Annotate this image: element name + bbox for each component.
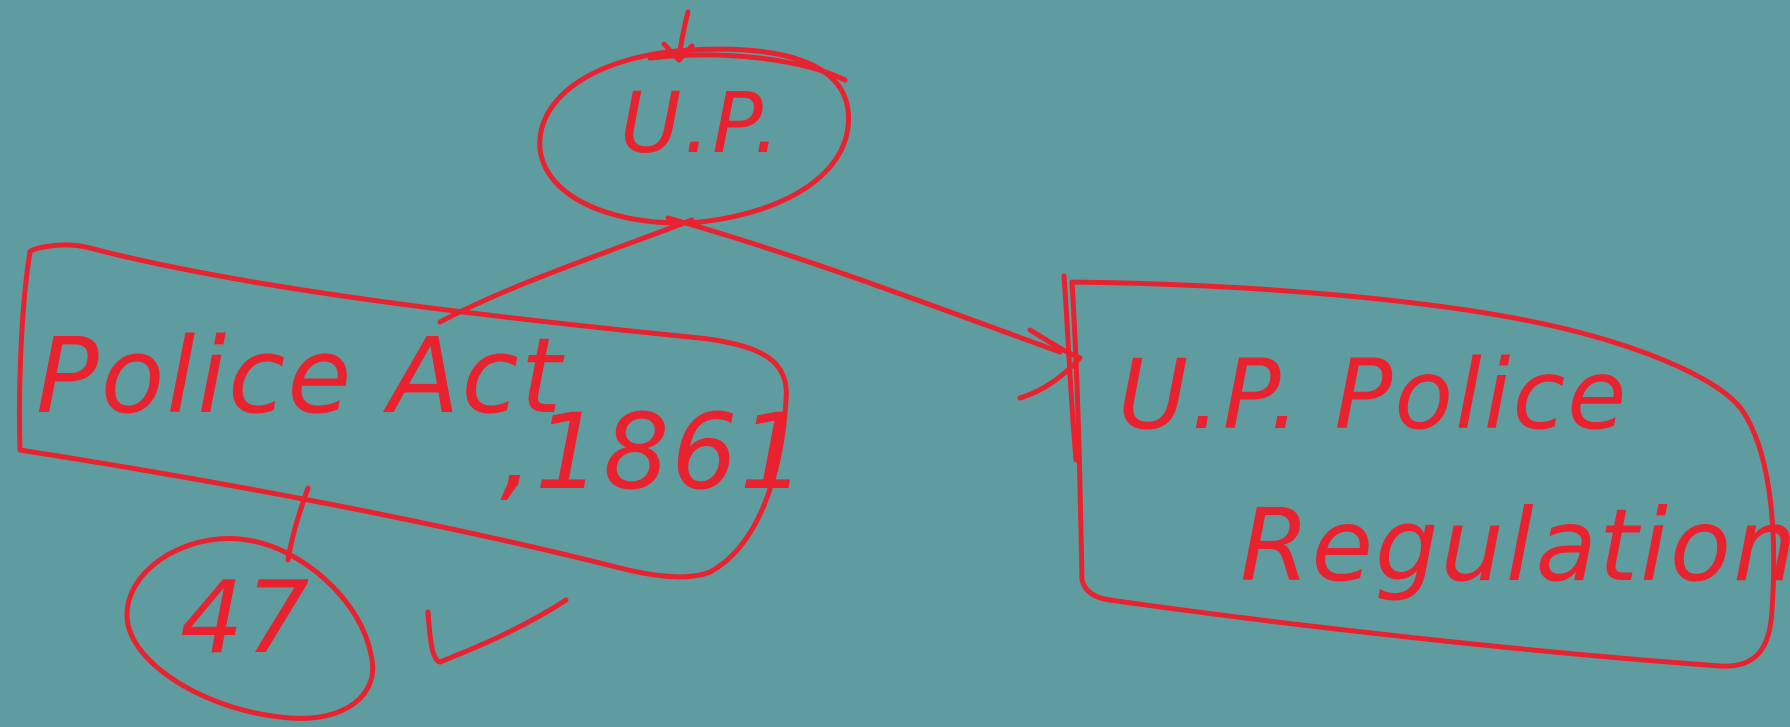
node-police-act-label: Police Act	[36, 315, 565, 437]
edge-up-to-police-act	[437, 217, 695, 325]
check-mark	[425, 597, 569, 665]
node-up-label: U.P.	[620, 74, 782, 172]
node-police-act-box	[17, 242, 789, 580]
node-up: U.P.	[537, 46, 851, 226]
node-police-act: Police Act ,1861	[17, 242, 808, 580]
node-police-regulations: U.P. Police Regulations	[1061, 273, 1790, 669]
node-47-ellipse	[124, 536, 376, 721]
edge-up-to-regulations	[665, 215, 1063, 355]
node-police-regulations-line2: Regulations	[1240, 487, 1790, 604]
node-police-regulations-box	[1069, 279, 1777, 669]
node-police-regulations-line1: U.P. Police	[1118, 339, 1628, 451]
node-police-act-year: ,1861	[500, 391, 808, 513]
node-47: 47	[124, 536, 376, 721]
node-47-label: 47	[180, 559, 311, 676]
